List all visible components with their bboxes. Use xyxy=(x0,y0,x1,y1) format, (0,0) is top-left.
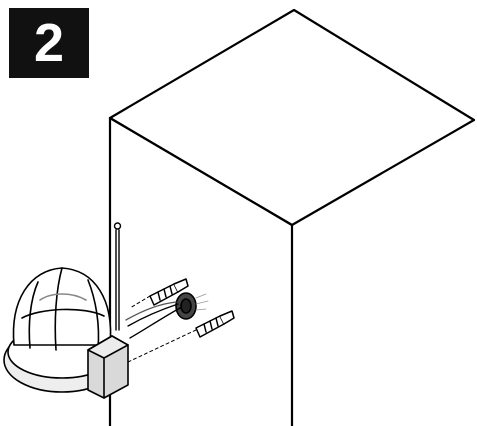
cable-grommet xyxy=(175,292,209,320)
wall-plug xyxy=(129,278,189,309)
wall-plug xyxy=(127,310,235,363)
wires xyxy=(125,301,181,339)
antenna xyxy=(113,222,122,331)
step-number-badge: 2 xyxy=(9,8,89,78)
pillar xyxy=(108,8,476,426)
mounting-bracket xyxy=(87,335,129,399)
